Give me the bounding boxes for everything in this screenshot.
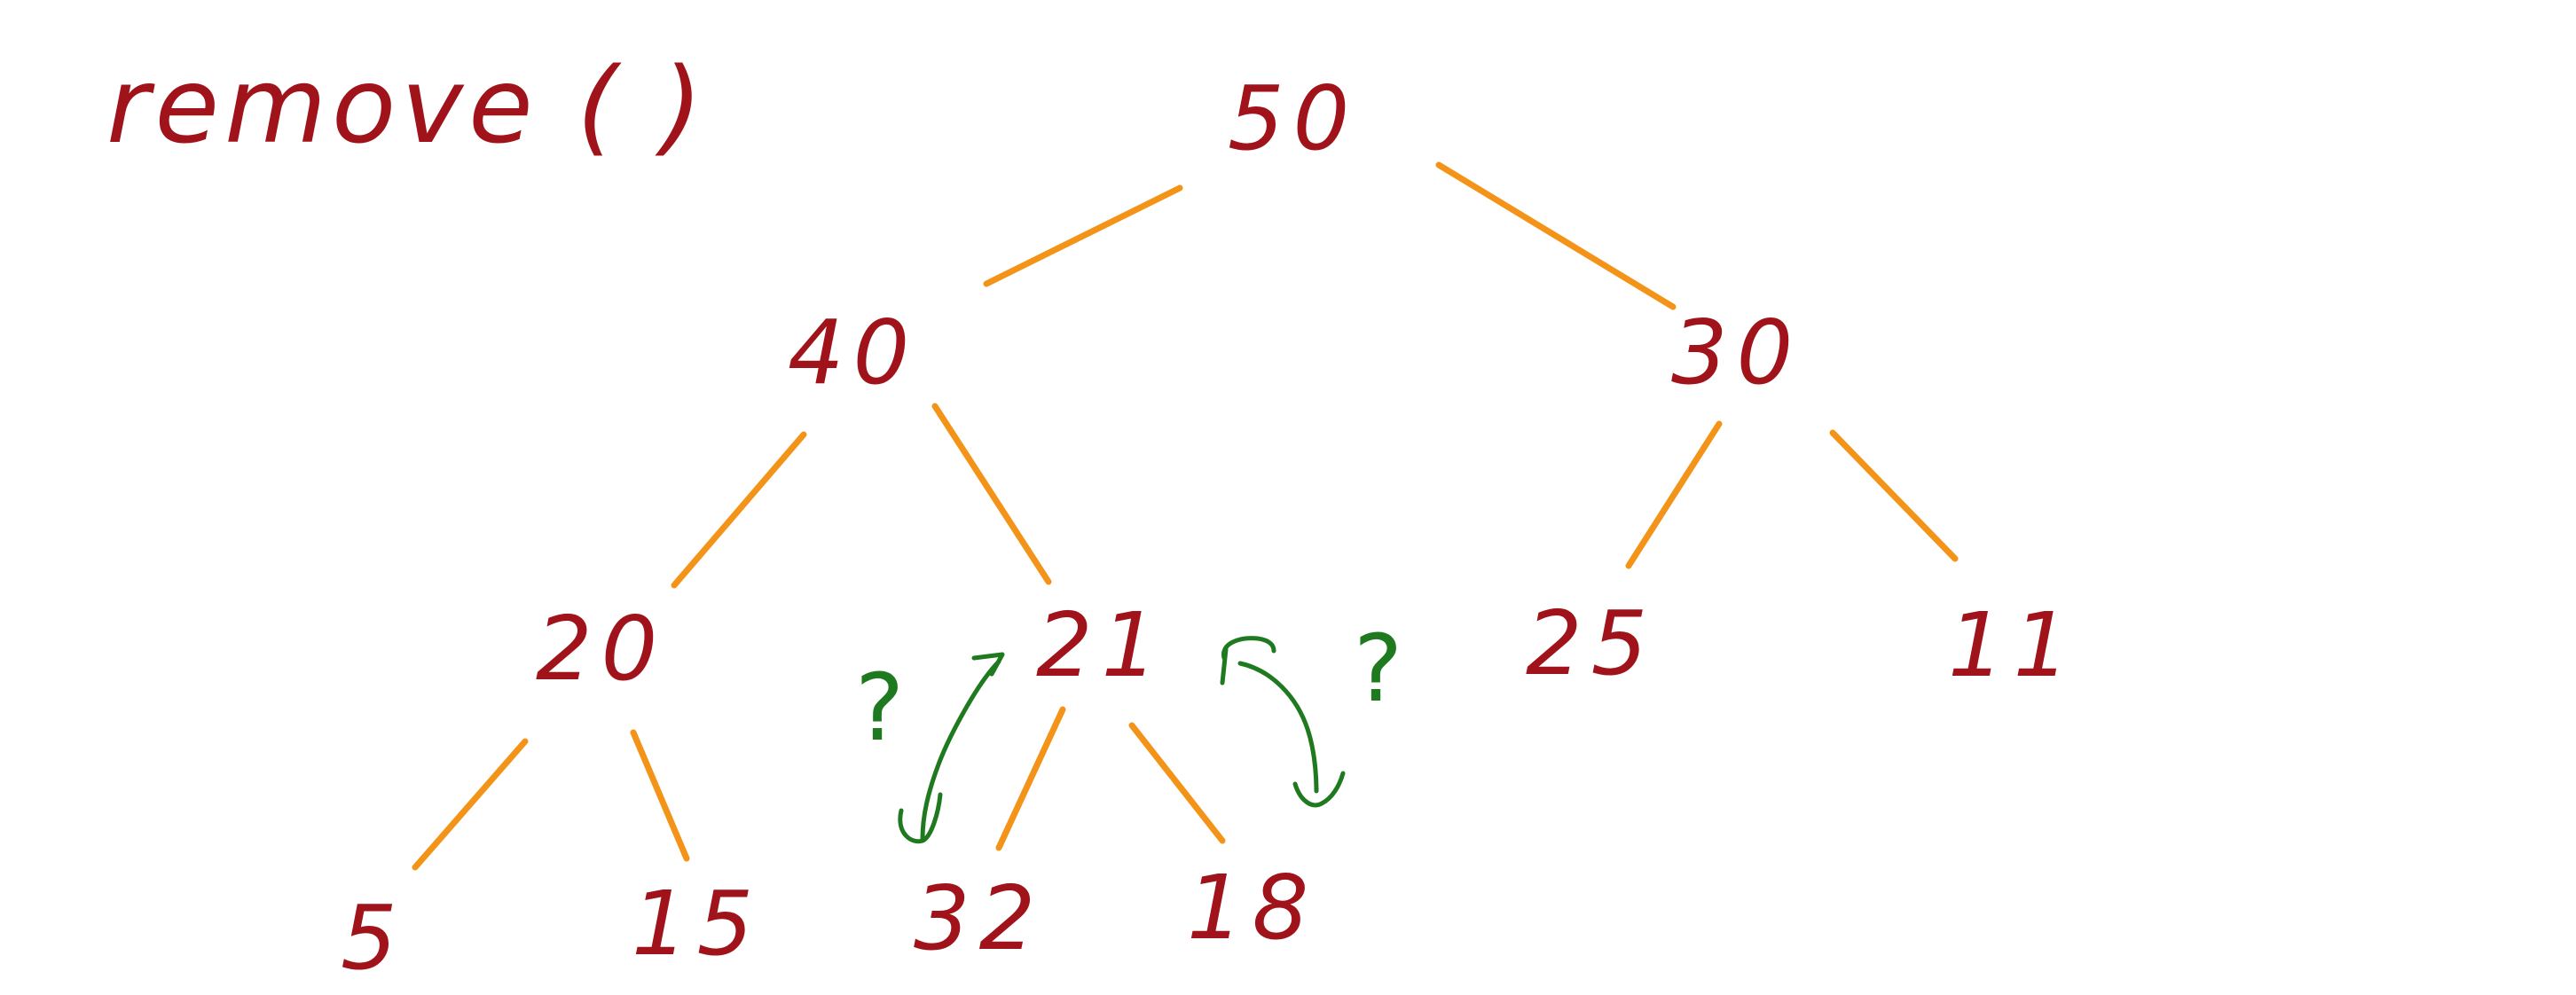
edge-50-40 [983, 184, 1183, 287]
node-18: 18 [1187, 856, 1317, 960]
edge-20-15 [630, 729, 690, 862]
diagram-title: remove ( ) [106, 44, 708, 167]
question-mark-left: ? [855, 654, 904, 762]
tree-edges [412, 161, 1959, 871]
node-11: 11 [1948, 593, 2078, 697]
edge-50-30 [1435, 161, 1677, 310]
node-5: 5 [341, 886, 406, 990]
node-15: 15 [632, 872, 762, 975]
node-25: 25 [1526, 592, 1656, 695]
node-21: 21 [1036, 593, 1166, 697]
node-30: 30 [1671, 301, 1802, 404]
edge-21-32 [995, 706, 1066, 851]
question-mark-right: ? [1354, 615, 1402, 723]
node-32: 32 [914, 866, 1044, 970]
node-20: 20 [536, 597, 666, 701]
edge-20-5 [412, 738, 529, 871]
edge-40-20 [671, 431, 807, 589]
node-40: 40 [788, 301, 918, 404]
edge-40-21 [931, 403, 1052, 585]
node-50: 50 [1228, 67, 1358, 170]
edge-21-18 [1128, 722, 1226, 844]
tree-nodes: 50 40 30 20 21 25 11 5 15 32 18 [341, 67, 2078, 990]
swap-arrow-left-icon [898, 652, 1005, 844]
edge-30-11 [1829, 429, 1959, 562]
swap-annotations: ? ? [855, 615, 1402, 844]
edge-30-25 [1625, 420, 1723, 569]
swap-arrow-right-icon [1220, 636, 1346, 808]
